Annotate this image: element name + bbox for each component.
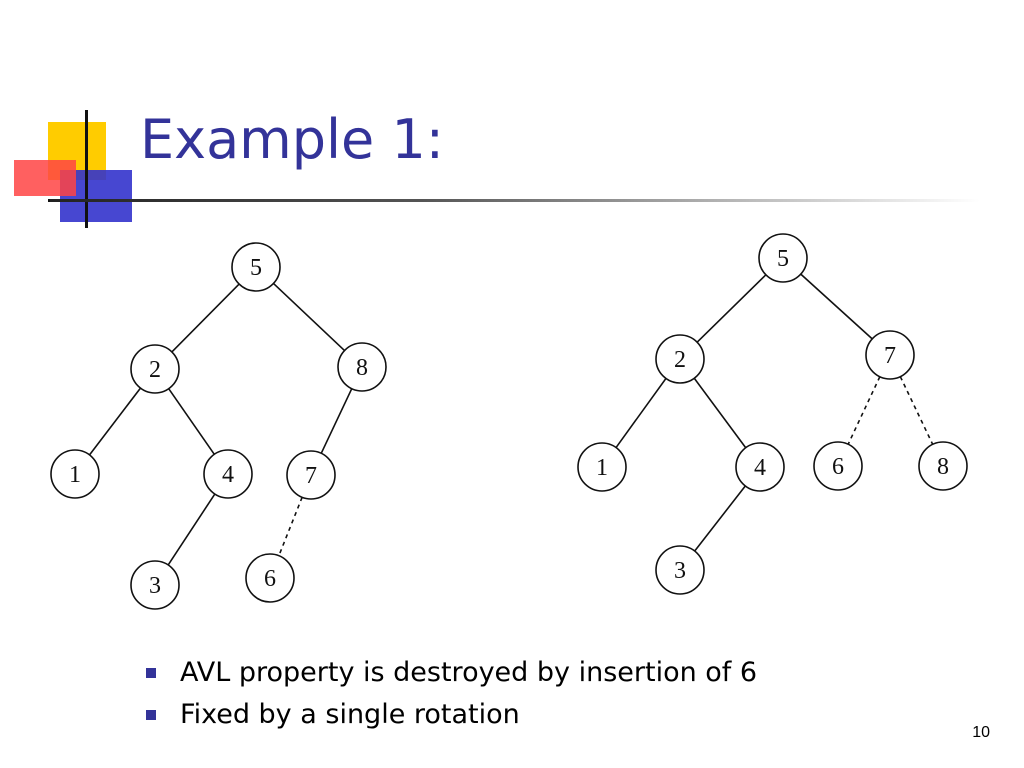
tree-node-label-2: 2 xyxy=(149,357,161,383)
tree-node-label-5: 5 xyxy=(777,246,789,272)
tree-node-label-2: 2 xyxy=(674,347,686,373)
tree-node-circle-6 xyxy=(813,441,863,491)
tree-node-label-7: 7 xyxy=(884,343,896,369)
tree-edge-2-1 xyxy=(88,387,142,456)
tree-node-label-6: 6 xyxy=(264,566,276,592)
tree-node-circle-7 xyxy=(286,450,336,500)
tree-node-circle-7 xyxy=(865,330,915,380)
tree-node-circle-1 xyxy=(50,449,100,499)
tree-edge-8-7 xyxy=(320,388,353,454)
tree-node-circle-3 xyxy=(655,545,705,595)
tree-edge-2-4 xyxy=(693,377,747,449)
bullet-square-icon xyxy=(146,668,156,678)
tree-edge-7-6 xyxy=(847,376,881,445)
tree-node-label-1: 1 xyxy=(596,455,608,481)
tree-edge-5-8 xyxy=(272,282,346,352)
bullet-square-icon xyxy=(146,710,156,720)
tree-after-rotation: 5 2 7 1 4 6 8 3 xyxy=(577,233,968,595)
tree-node-label-7: 7 xyxy=(305,463,317,489)
tree-edge-5-7 xyxy=(800,273,873,340)
tree-node-label-4: 4 xyxy=(754,455,766,481)
tree-node-circle-4 xyxy=(203,449,253,499)
bullet-item: Fixed by a single rotation xyxy=(140,694,757,736)
tree-node-circle-5 xyxy=(231,242,281,292)
tree-node-circle-4 xyxy=(735,442,785,492)
title-underline xyxy=(50,199,980,202)
tree-edge-2-4 xyxy=(168,388,215,455)
slide-logo xyxy=(14,110,146,228)
tree-node-label-4: 4 xyxy=(222,462,234,488)
tree-node-circle-8 xyxy=(918,441,968,491)
page-number: 10 xyxy=(972,724,990,741)
tree-node-circle-2 xyxy=(655,334,705,384)
tree-node-label-5: 5 xyxy=(250,255,262,281)
slide-title: Example 1: xyxy=(140,108,444,171)
tree-node-label-6: 6 xyxy=(832,454,844,480)
tree-node-label-3: 3 xyxy=(674,558,686,584)
tree-edge-2-1 xyxy=(615,377,667,449)
tree-node-label-3: 3 xyxy=(149,573,161,599)
bullet-list: AVL property is destroyed by insertion o… xyxy=(140,652,757,736)
tree-edge-4-3 xyxy=(167,493,216,566)
logo-red-square xyxy=(14,160,76,196)
bullet-text: Fixed by a single rotation xyxy=(180,699,520,730)
tree-node-circle-1 xyxy=(577,442,627,492)
tree-node-label-8: 8 xyxy=(356,355,368,381)
tree-edge-4-3 xyxy=(694,485,746,552)
tree-edge-7-8 xyxy=(899,376,934,445)
logo-vertical-line xyxy=(85,110,88,228)
tree-edge-5-2 xyxy=(171,283,240,353)
tree-node-circle-5 xyxy=(758,233,808,283)
bullet-item: AVL property is destroyed by insertion o… xyxy=(140,652,757,694)
tree-node-circle-3 xyxy=(130,560,180,610)
tree-node-circle-8 xyxy=(337,342,387,392)
tree-node-label-1: 1 xyxy=(69,462,81,488)
bullet-text: AVL property is destroyed by insertion o… xyxy=(180,657,758,688)
tree-edge-7-6 xyxy=(278,497,303,556)
tree-node-label-8: 8 xyxy=(937,454,949,480)
tree-edge-5-2 xyxy=(696,274,767,343)
tree-node-circle-6 xyxy=(245,553,295,603)
tree-node-circle-2 xyxy=(130,344,180,394)
